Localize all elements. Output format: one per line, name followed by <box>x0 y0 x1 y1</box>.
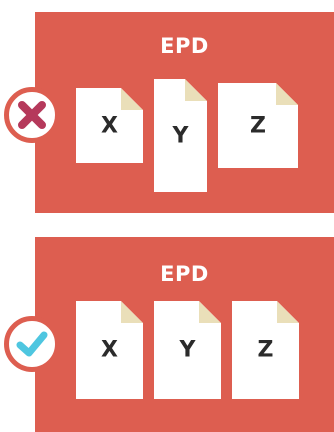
epd-panel-incorrect: EPD X Y Z <box>35 12 334 213</box>
panel-title: EPD <box>160 262 209 286</box>
document-label: X <box>101 113 118 138</box>
document-label: Y <box>172 123 189 148</box>
document-label: X <box>101 337 118 363</box>
document-z: Z <box>218 83 298 168</box>
document-fold <box>121 301 143 323</box>
document-label: Z <box>250 113 266 138</box>
document-x: X <box>76 301 143 399</box>
document-y: Y <box>154 301 221 399</box>
document-fold <box>185 79 207 101</box>
document-y: Y <box>154 79 207 192</box>
document-x: X <box>76 88 143 163</box>
checkmark-icon <box>4 316 60 372</box>
document-fold <box>276 83 298 105</box>
document-fold <box>199 301 221 323</box>
epd-panel-correct: EPD X Y Z <box>35 237 334 432</box>
document-fold <box>121 88 143 110</box>
document-z: Z <box>232 301 299 399</box>
panel-title: EPD <box>160 34 209 58</box>
document-label: Y <box>179 337 196 363</box>
document-fold <box>277 301 299 323</box>
document-label: Z <box>257 337 274 363</box>
cross-icon <box>4 87 60 143</box>
